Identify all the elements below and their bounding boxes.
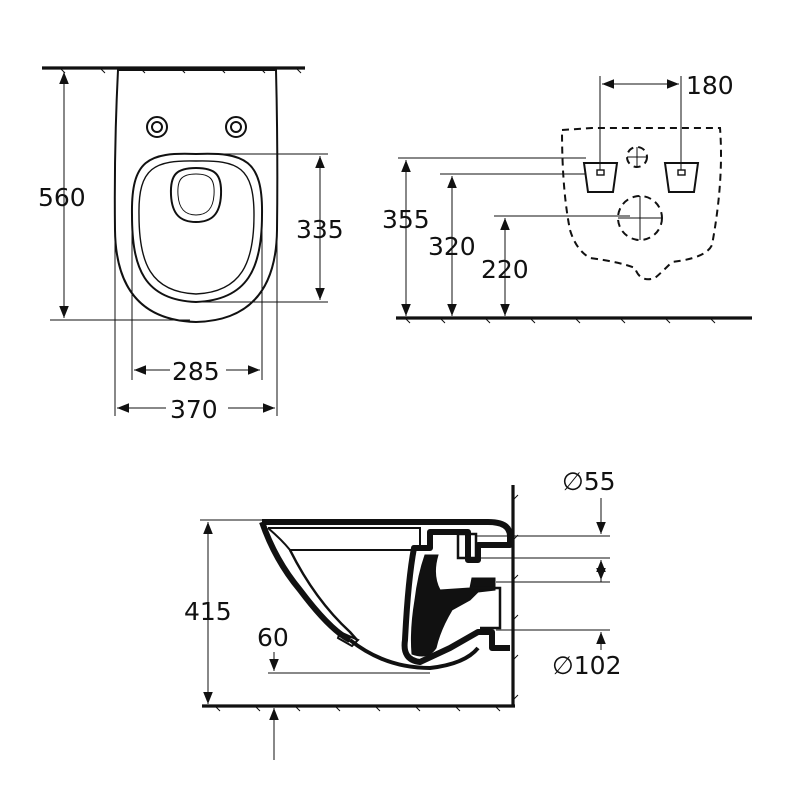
dimension-seat-width: 285 [131,230,263,386]
overall-height-label: 415 [184,597,232,626]
siphon [410,554,496,657]
inlet-diameter-label: ∅55 [562,467,616,496]
bowl-underside [348,638,480,671]
inlet-connector [456,532,478,560]
bowl-outline-top [113,69,279,324]
outlet-diameter-label: ∅102 [552,651,622,680]
side-view-wall [511,485,519,706]
base-clearance-label: 60 [257,623,289,652]
outlet-connector [470,586,502,630]
seat-width-label: 285 [172,357,220,386]
dimension-inlet-height: 320 [428,173,586,316]
outlet-opening-icon [617,195,663,241]
dimension-overall-length: 560 [38,72,190,321]
inlet-opening-icon [626,146,648,168]
seat-inner-outline [138,160,255,295]
dimension-overall-height: 415 [184,519,262,704]
overall-length-label: 560 [38,183,86,212]
inlet-height-label: 320 [428,232,476,261]
side-view-floor [202,704,515,712]
seat-outline [130,152,264,304]
dimension-bolt-height: 355 [382,157,586,316]
mounting-hole-left-icon [146,116,168,138]
dimension-overall-width: 370 [114,240,278,424]
bolt-height-label: 355 [382,205,430,234]
dimension-inlet-diameter: ∅55 [476,467,616,582]
rear-view-floor [396,316,752,324]
seat-depth-label: 335 [296,215,344,244]
bowl-back-outline [560,127,722,281]
bolt-spacing-label: 180 [686,71,734,100]
dimension-outlet-diameter: ∅102 [496,562,622,680]
mounting-hole-right-icon [225,116,247,138]
top-view: 560 335 285 370 [38,66,344,424]
side-view: ∅55 ∅102 415 60 [184,467,622,760]
bowl-profile [259,519,513,665]
dimension-base-clearance: 60 [257,623,430,760]
overall-width-label: 370 [170,395,218,424]
water-outlet-outline [169,166,223,224]
dimension-outlet-height: 220 [481,215,630,316]
rear-view: 180 355 320 220 [382,71,752,324]
outlet-height-label: 220 [481,255,529,284]
dimension-seat-depth: 335 [196,153,344,303]
dimension-bolt-spacing: 180 [599,71,734,170]
